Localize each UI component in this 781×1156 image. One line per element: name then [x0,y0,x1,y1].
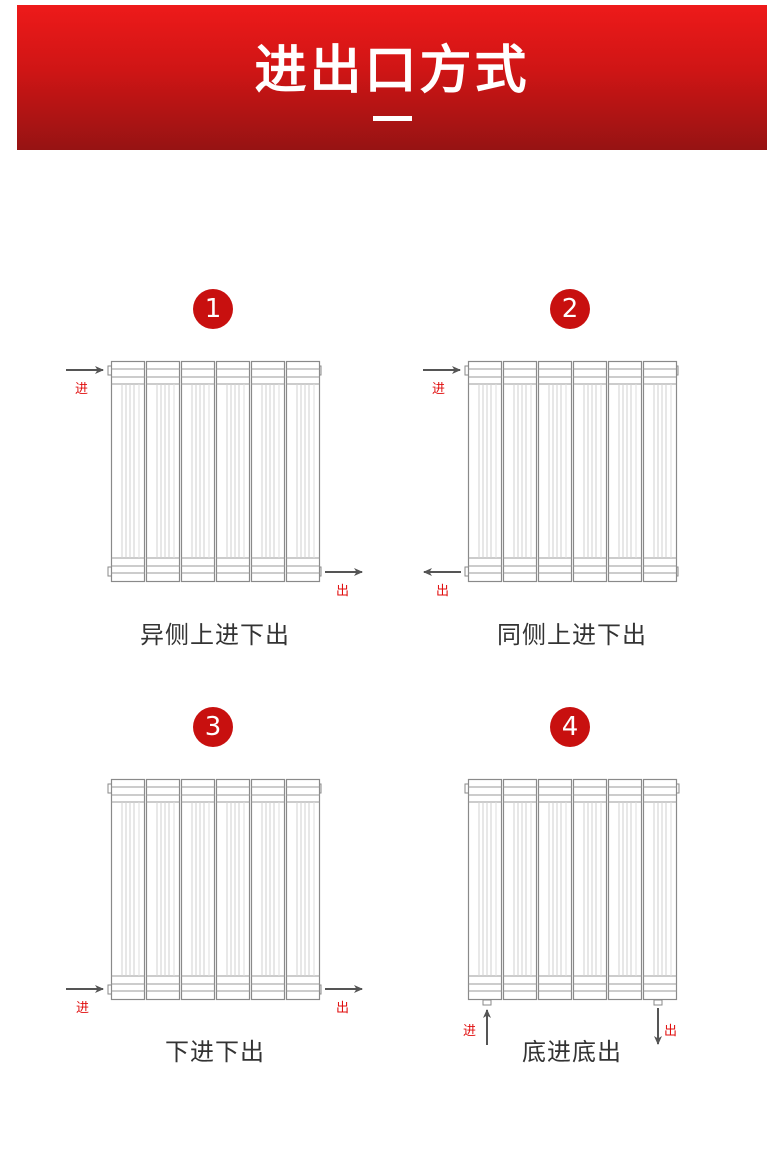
diagram-caption: 异侧上进下出 [140,621,290,649]
step-badge: 4 [550,707,590,747]
diagram-caption: 底进底出 [522,1038,622,1066]
inlet-label: 进 [463,1024,477,1039]
inlet-label: 进 [76,1001,90,1016]
inlet-label: 进 [75,382,89,397]
step-badge: 1 [193,289,233,329]
outlet-label: 出 [336,1001,350,1016]
radiator-illustration [423,355,679,595]
inlet-label: 进 [432,382,446,397]
radiator-illustration [464,773,680,1045]
outlet-label: 出 [336,584,350,599]
title-underline [373,116,412,121]
header-banner: 进出口方式 [17,5,767,150]
step-badge: 3 [193,707,233,747]
step-badge: 2 [550,289,590,329]
radiator-illustration [66,355,363,595]
diagram-caption: 下进下出 [165,1038,265,1066]
outlet-label: 出 [436,584,450,599]
diagram-caption: 同侧上进下出 [497,621,647,649]
radiator-illustration [66,773,363,1013]
page-title: 进出口方式 [254,41,530,101]
outlet-label: 出 [664,1024,678,1039]
